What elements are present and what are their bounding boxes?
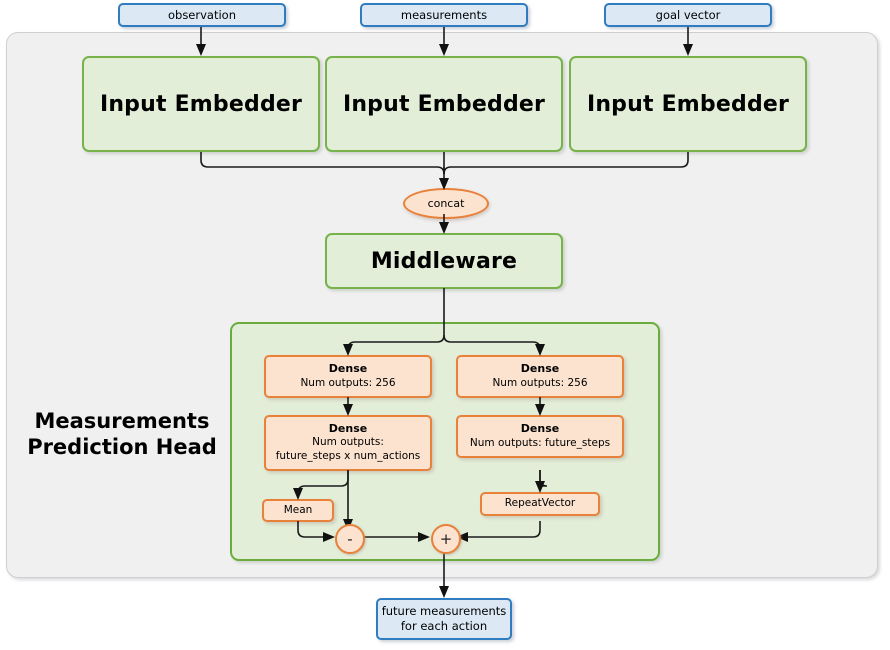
mean-node[interactable]: Mean	[262, 499, 334, 522]
prediction-head-title-line2: Prediction Head	[27, 435, 217, 460]
subtract-operator[interactable]: -	[335, 524, 365, 554]
input-embedder-measurements[interactable]: Input Embedder	[325, 56, 563, 152]
add-operator-symbol: +	[439, 530, 453, 548]
right-dense-256-title: Dense	[520, 362, 560, 376]
right-dense-future-title: Dense	[520, 422, 560, 436]
input-goal-vector[interactable]: goal vector	[604, 3, 772, 27]
subtract-operator-symbol: -	[347, 530, 353, 548]
middleware-label: Middleware	[370, 248, 518, 274]
add-operator[interactable]: +	[431, 524, 461, 554]
left-dense-future-steps-actions[interactable]: Dense Num outputs: future_steps x num_ac…	[264, 415, 432, 471]
output-line2: for each action	[400, 619, 488, 633]
repeat-vector-label: RepeatVector	[504, 497, 576, 510]
left-dense-256[interactable]: Dense Num outputs: 256	[264, 355, 432, 398]
prediction-head-title: Measurements Prediction Head	[22, 408, 222, 461]
right-dense-future-steps[interactable]: Dense Num outputs: future_steps	[456, 415, 624, 458]
left-dense-256-title: Dense	[328, 362, 368, 376]
input-observation-label: observation	[167, 7, 236, 22]
input-measurements[interactable]: measurements	[360, 3, 528, 27]
left-dense-future-outputs-value: future_steps x num_actions	[275, 450, 421, 463]
input-embedder-observation[interactable]: Input Embedder	[82, 56, 320, 152]
concat-label: concat	[427, 197, 465, 210]
left-dense-future-title: Dense	[328, 421, 368, 435]
output-line1: future measurements	[381, 604, 507, 619]
output-future-measurements[interactable]: future measurements for each action	[376, 598, 512, 640]
mean-label: Mean	[283, 503, 313, 516]
input-embedder-observation-label: Input Embedder	[99, 91, 303, 117]
right-dense-256[interactable]: Dense Num outputs: 256	[456, 355, 624, 398]
input-observation[interactable]: observation	[118, 3, 286, 27]
right-dense-256-outputs: Num outputs: 256	[492, 376, 588, 389]
left-dense-future-outputs-label: Num outputs:	[312, 436, 384, 449]
input-goal-vector-label: goal vector	[655, 7, 721, 22]
left-dense-256-outputs: Num outputs: 256	[300, 376, 396, 389]
input-embedder-goal-vector[interactable]: Input Embedder	[569, 56, 807, 152]
input-measurements-label: measurements	[400, 7, 488, 22]
middleware-node[interactable]: Middleware	[325, 233, 563, 289]
input-embedder-measurements-label: Input Embedder	[342, 91, 546, 117]
input-embedder-goal-vector-label: Input Embedder	[586, 91, 790, 117]
prediction-head-title-line1: Measurements	[34, 409, 210, 433]
right-dense-future-outputs: Num outputs: future_steps	[469, 436, 611, 449]
repeat-vector-node[interactable]: RepeatVector	[480, 492, 600, 516]
concat-node[interactable]: concat	[403, 188, 489, 219]
